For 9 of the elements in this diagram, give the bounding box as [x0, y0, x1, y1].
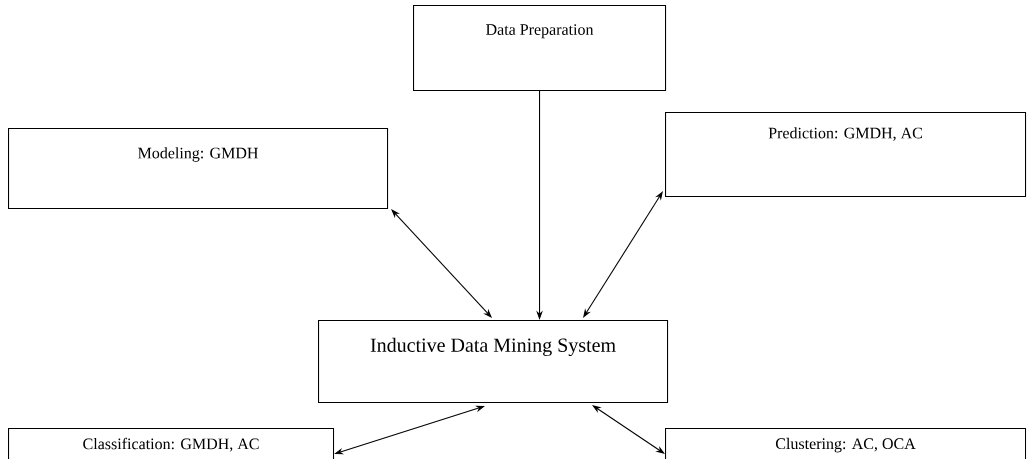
arrow: [391, 209, 492, 318]
arrow: [583, 191, 663, 318]
process-box: Classification: GMDH, AC: [8, 428, 335, 459]
process-box: Inductive Data Mining System: [318, 320, 669, 404]
process-box: Modeling: GMDH: [8, 128, 389, 210]
process-box: Prediction: GMDH, AC: [665, 112, 1027, 198]
arrow: [592, 405, 665, 454]
process-box: Data Preparation: [413, 5, 667, 92]
process-box: Clustering: AC, OCA: [665, 428, 1027, 459]
